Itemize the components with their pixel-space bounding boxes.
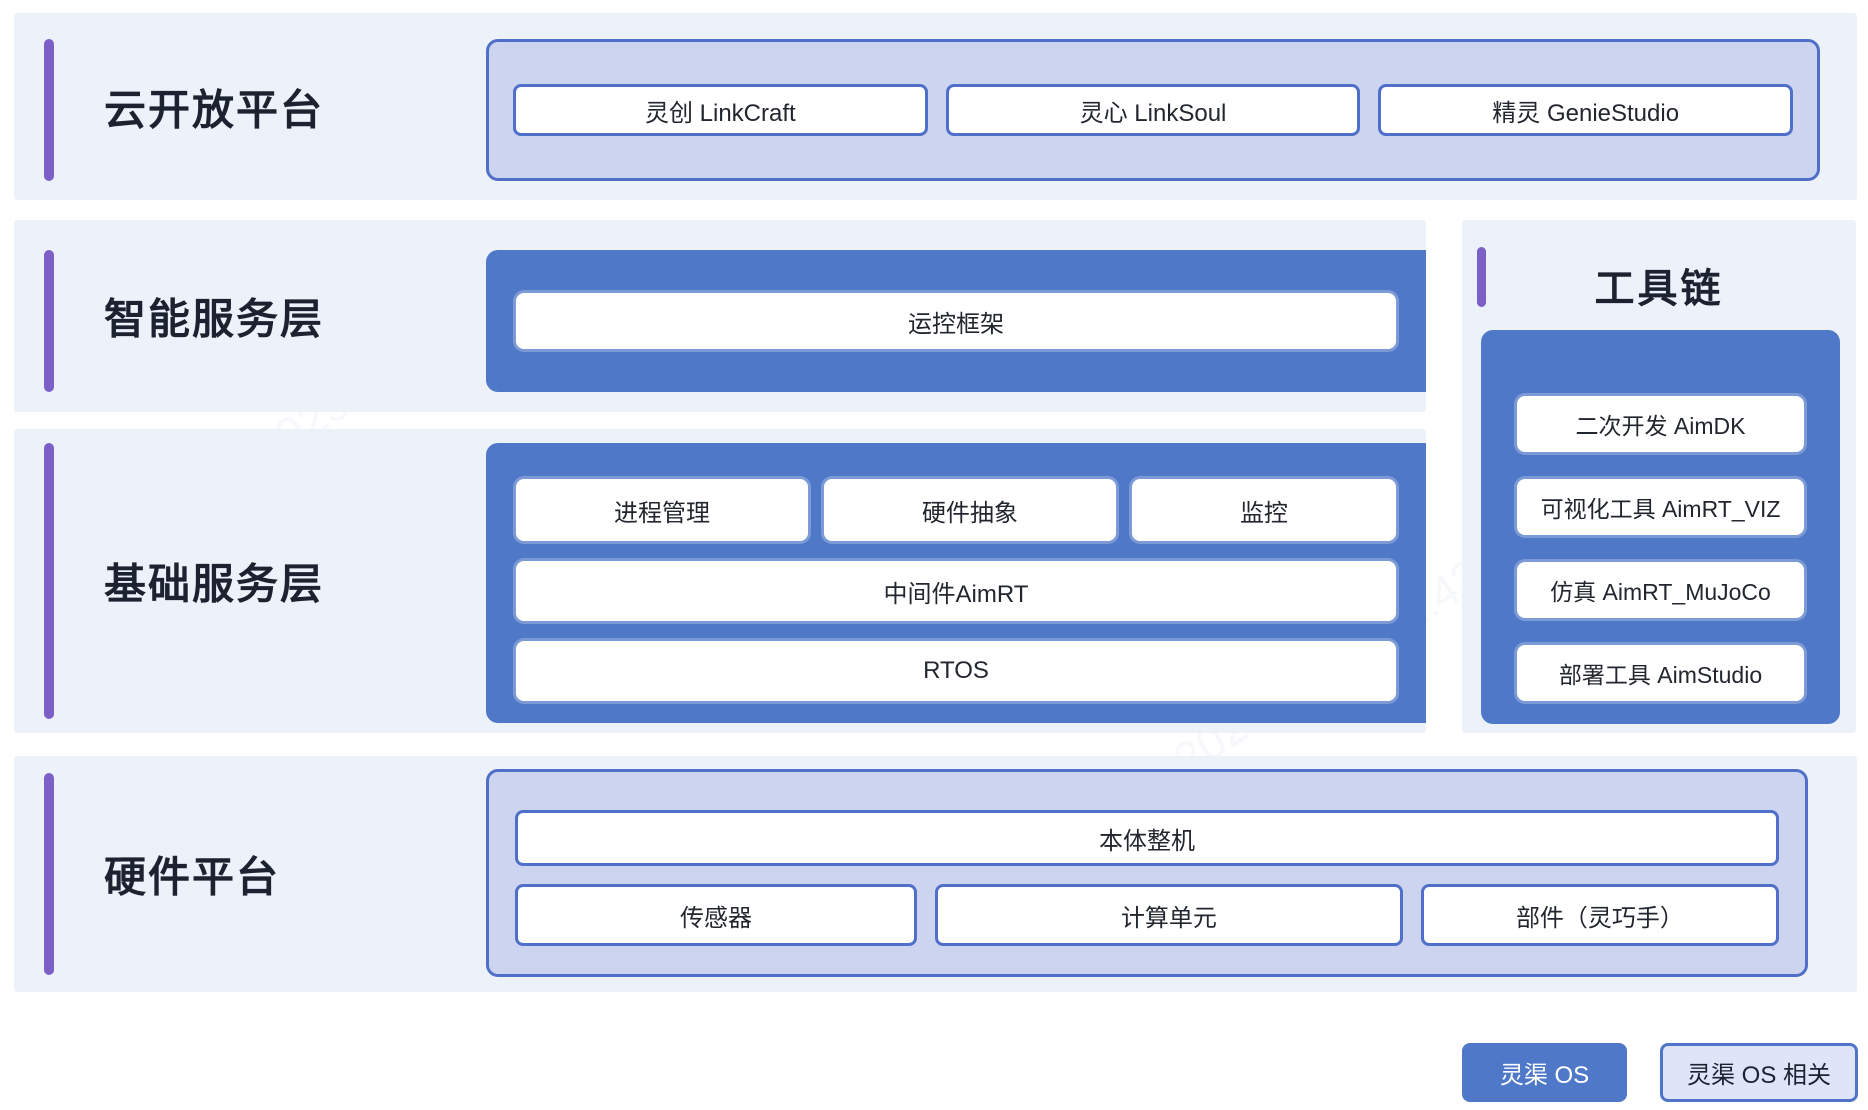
foundation-service-container: 进程管理 硬件抽象 监控 中间件AimRT RTOS bbox=[486, 443, 1426, 723]
node-aimstudio: 部署工具 AimStudio bbox=[1517, 645, 1804, 701]
node-monitoring: 监控 bbox=[1131, 479, 1396, 541]
accent-bar bbox=[44, 773, 54, 975]
node-aimdk: 二次开发 AimDK bbox=[1517, 396, 1804, 452]
node-robot-body: 本体整机 bbox=[515, 810, 1779, 866]
section-title-foundation-service: 基础服务层 bbox=[104, 560, 325, 608]
node-geniestudio: 精灵 GenieStudio bbox=[1378, 84, 1794, 136]
node-linksoul: 灵心 LinkSoul bbox=[945, 84, 1361, 136]
section-hardware-platform: 硬件平台 本体整机 传感器 计算单元 部件（灵巧手） bbox=[14, 756, 1857, 992]
hardware-platform-container: 本体整机 传感器 计算单元 部件（灵巧手） bbox=[486, 769, 1808, 977]
accent-bar bbox=[44, 39, 54, 181]
section-cloud-platform: 云开放平台 灵创 LinkCraft 灵心 LinkSoul 精灵 GenieS… bbox=[14, 13, 1857, 200]
accent-bar bbox=[44, 250, 54, 392]
accent-bar bbox=[44, 443, 54, 719]
node-process-management: 进程管理 bbox=[516, 479, 808, 541]
node-aimrt-viz: 可视化工具 AimRT_VIZ bbox=[1517, 479, 1804, 535]
toolchain-container: 二次开发 AimDK 可视化工具 AimRT_VIZ 仿真 AimRT_MuJo… bbox=[1481, 330, 1840, 724]
node-compute-unit: 计算单元 bbox=[935, 884, 1403, 946]
section-foundation-service-layer: 基础服务层 进程管理 硬件抽象 监控 中间件AimRT RTOS bbox=[14, 429, 1426, 733]
hardware-bottom-row: 传感器 计算单元 部件（灵巧手） bbox=[515, 884, 1779, 946]
node-sensors: 传感器 bbox=[515, 884, 918, 946]
accent-bar bbox=[1477, 247, 1486, 307]
section-title-intelligent-service: 智能服务层 bbox=[104, 295, 325, 343]
node-motion-control-framework: 运控框架 bbox=[516, 293, 1396, 349]
node-middleware-aimrt: 中间件AimRT bbox=[516, 561, 1396, 621]
legend-lingqu-os-related: 灵渠 OS 相关 bbox=[1660, 1043, 1858, 1102]
node-rtos: RTOS bbox=[516, 641, 1396, 701]
section-title-cloud-platform: 云开放平台 bbox=[104, 86, 325, 133]
node-dexterous-hand-parts: 部件（灵巧手） bbox=[1420, 884, 1779, 946]
section-title-hardware-platform: 硬件平台 bbox=[104, 853, 281, 901]
section-title-toolchain: 工具链 bbox=[1594, 267, 1724, 311]
foundation-top-row: 进程管理 硬件抽象 监控 bbox=[516, 479, 1396, 541]
section-intelligent-service-layer: 智能服务层 运控框架 bbox=[14, 220, 1426, 412]
section-toolchain: 工具链 二次开发 AimDK 可视化工具 AimRT_VIZ 仿真 AimRT_… bbox=[1462, 220, 1856, 733]
node-hardware-abstraction: 硬件抽象 bbox=[823, 479, 1116, 541]
node-linkcraft: 灵创 LinkCraft bbox=[513, 84, 928, 136]
intelligent-service-container: 运控框架 bbox=[486, 250, 1426, 392]
node-aimrt-mujoco: 仿真 AimRT_MuJoCo bbox=[1517, 562, 1804, 618]
cloud-platform-container: 灵创 LinkCraft 灵心 LinkSoul 精灵 GenieStudio bbox=[486, 39, 1820, 181]
legend-lingqu-os: 灵渠 OS bbox=[1462, 1043, 1627, 1102]
